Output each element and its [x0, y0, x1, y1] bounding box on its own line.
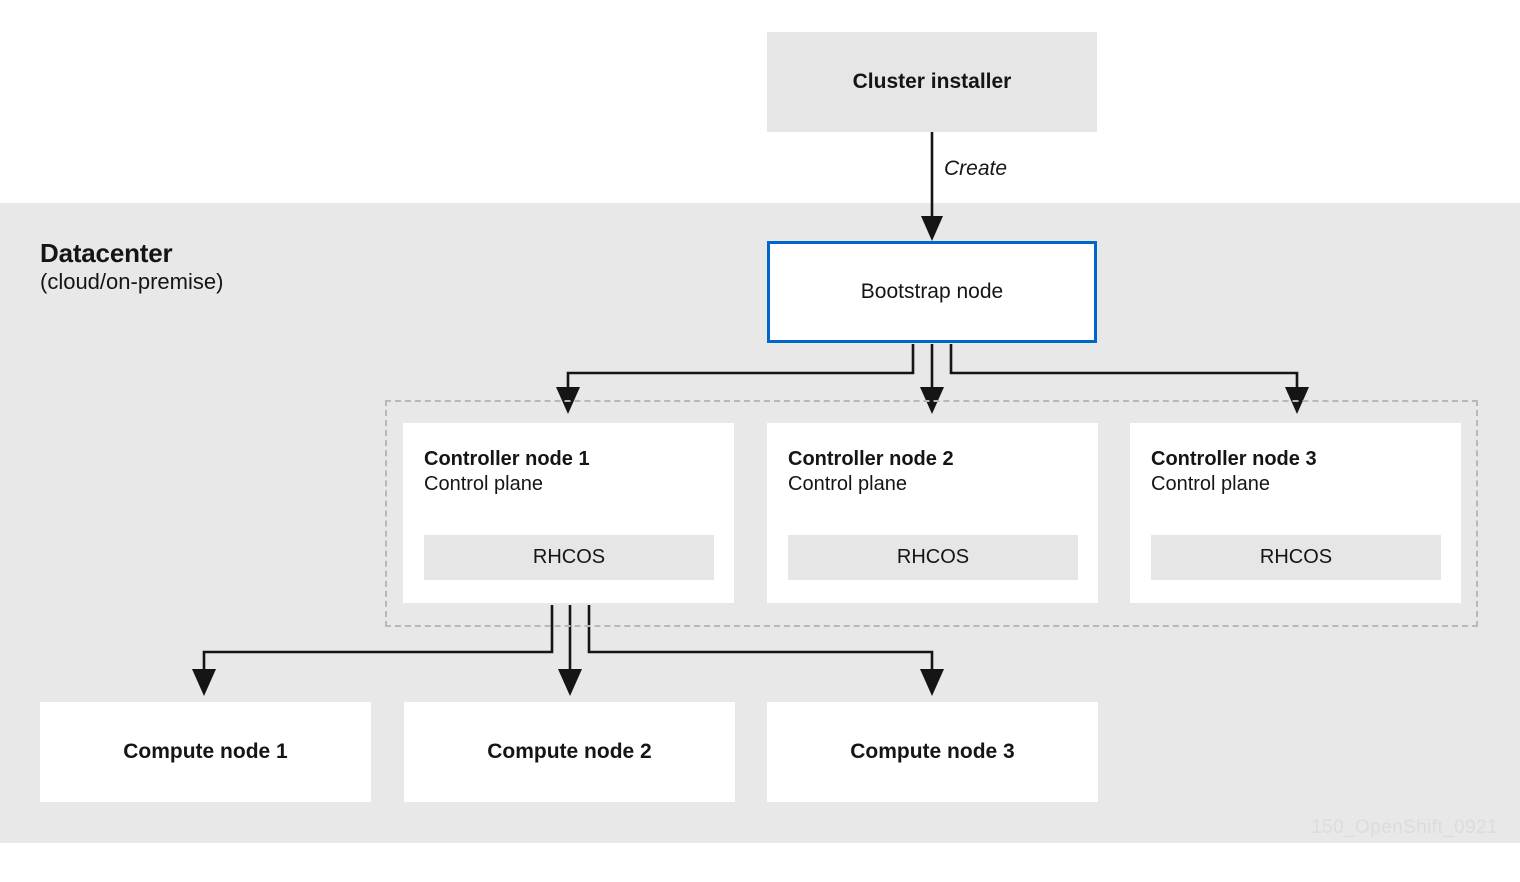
controller-node-1-card[interactable]: Controller node 1 Control plane RHCOS	[403, 423, 734, 603]
cluster-installer-box[interactable]: Cluster installer	[767, 32, 1097, 132]
controller-node-2-os-chip: RHCOS	[788, 535, 1078, 580]
compute-node-3-card[interactable]: Compute node 3	[767, 702, 1098, 802]
cluster-installer-label: Cluster installer	[852, 70, 1012, 93]
datacenter-title: Datacenter	[40, 238, 173, 268]
control-plane-group-outline	[385, 400, 1478, 627]
edge-label-create: Create	[944, 157, 1008, 180]
controller-node-3-os-chip: RHCOS	[1151, 535, 1441, 580]
figure-watermark: 150_OpenShift_0921	[1311, 817, 1498, 838]
controller-node-3-name: Controller node 3	[1151, 448, 1317, 470]
compute-node-3-label: Compute node 3	[850, 740, 1015, 763]
compute-node-2-card[interactable]: Compute node 2	[404, 702, 735, 802]
compute-node-2-label: Compute node 2	[487, 740, 652, 763]
controller-node-1-os-chip: RHCOS	[424, 535, 714, 580]
datacenter-subtitle: (cloud/on-premise)	[40, 268, 224, 294]
controller-node-2-card[interactable]: Controller node 2 Control plane RHCOS	[767, 423, 1098, 603]
bootstrap-node-label: Bootstrap node	[860, 280, 1004, 303]
compute-node-1-label: Compute node 1	[123, 740, 288, 763]
controller-node-3-role: Control plane	[1151, 473, 1270, 495]
datacenter-label: Datacenter (cloud/on-premise)	[40, 238, 223, 295]
bootstrap-node-box[interactable]: Bootstrap node	[767, 241, 1097, 343]
controller-node-1-name: Controller node 1	[424, 448, 590, 470]
controller-node-2-name: Controller node 2	[788, 448, 954, 470]
controller-node-2-role: Control plane	[788, 473, 907, 495]
controller-node-3-card[interactable]: Controller node 3 Control plane RHCOS	[1130, 423, 1461, 603]
controller-node-1-role: Control plane	[424, 473, 543, 495]
compute-node-1-card[interactable]: Compute node 1	[40, 702, 371, 802]
